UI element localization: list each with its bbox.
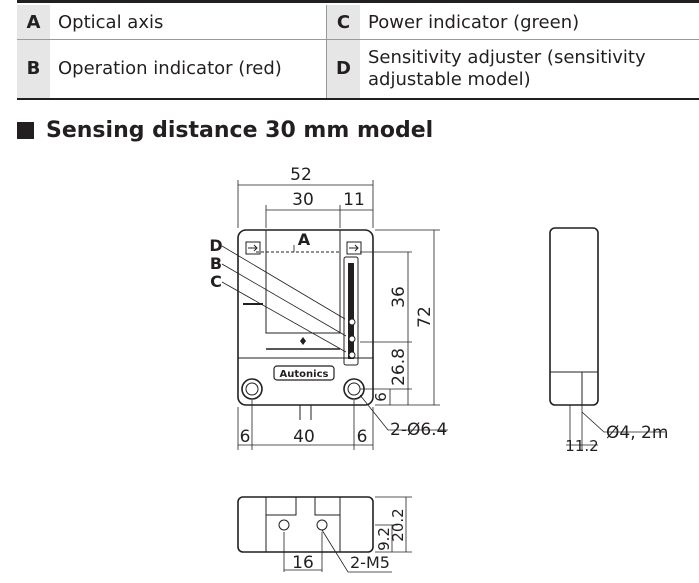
dim-hole-offset: 6 [372, 392, 390, 402]
tap-hole [278, 519, 290, 531]
legend-label: Power indicator (green) [360, 5, 699, 40]
dim-h1: 9.2 [375, 527, 393, 551]
sensitivity-adjuster [348, 318, 356, 326]
callout-a: A [298, 230, 311, 249]
cable-label: Ø4, 2m [606, 423, 668, 443]
dim-height: 72 [415, 306, 435, 328]
dim-right-margin: 6 [357, 427, 368, 447]
table-top-rule [17, 0, 699, 3]
legend-label: Optical axis [50, 5, 327, 40]
sensor-body-front [237, 229, 374, 406]
dim-window-width: 30 [292, 190, 314, 210]
sensing-window [265, 230, 341, 334]
legend-label: Operation indicator (red) [50, 39, 327, 99]
dim-hole-pitch: 40 [293, 427, 315, 447]
holes-label: 2-Ø6.4 [390, 420, 447, 440]
mounting-hole [241, 378, 263, 400]
sensor-body-side [549, 227, 599, 406]
callout-b: B [210, 254, 222, 273]
callout-c: C [210, 272, 222, 291]
sensor-body-bottom [237, 496, 374, 553]
table-bottom-rule [17, 98, 699, 100]
dim-lower: 26.8 [389, 348, 409, 386]
legend-label: Sensitivity adjuster (sensitivity adjust… [360, 39, 699, 99]
dim-left-margin: 6 [240, 427, 251, 447]
power-indicator [348, 351, 356, 359]
dim-upper: 36 [389, 286, 409, 308]
dim-h2: 20.2 [389, 508, 407, 541]
legend-table: A Optical axis C Power indicator (green)… [17, 5, 699, 99]
taps-label: 2-M5 [350, 553, 390, 572]
dim-bottom-pitch: 16 [292, 553, 314, 573]
callout-d: D [209, 236, 222, 255]
legend-row: A Optical axis C Power indicator (green) [17, 5, 699, 40]
legend-key: C [326, 5, 360, 40]
brand-label: Autonics [280, 369, 329, 380]
legend-key: A [17, 5, 50, 40]
tap-hole [316, 519, 328, 531]
arrow-box-icon [346, 241, 362, 255]
section-title: Sensing distance 30 mm model [46, 118, 434, 143]
legend-row: B Operation indicator (red) D Sensitivit… [17, 39, 699, 99]
section-heading: Sensing distance 30 mm model [17, 118, 433, 143]
legend-key: D [326, 39, 360, 99]
square-bullet-icon [17, 122, 34, 139]
legend-key: B [17, 39, 50, 99]
operation-indicator [348, 335, 356, 343]
arrow-box-icon [245, 241, 261, 255]
dim-total-width: 52 [290, 165, 312, 185]
dim-cable: 11.2 [565, 437, 598, 455]
dim-adjust-width: 11 [343, 190, 365, 210]
